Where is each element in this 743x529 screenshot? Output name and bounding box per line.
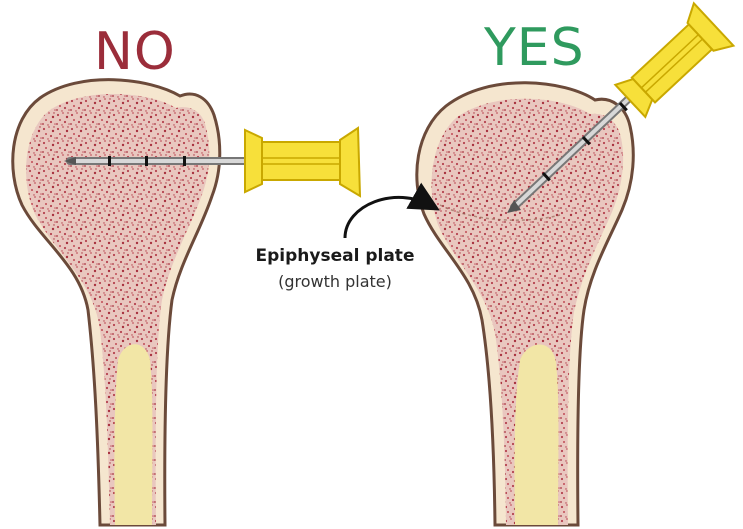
bone-right — [417, 83, 633, 525]
label-no: NO — [94, 26, 176, 78]
label-yes: YES — [484, 22, 585, 74]
epiphyseal-plate-label: Epiphyseal plate — [230, 246, 440, 266]
growth-plate-label: (growth plate) — [230, 272, 440, 291]
needle-right-hub — [611, 3, 733, 122]
bone-left — [13, 80, 220, 525]
bone-right-shaft-cavity — [515, 345, 559, 526]
bone-left-shaft-cavity — [114, 344, 152, 525]
needle-left-hub — [245, 128, 360, 196]
